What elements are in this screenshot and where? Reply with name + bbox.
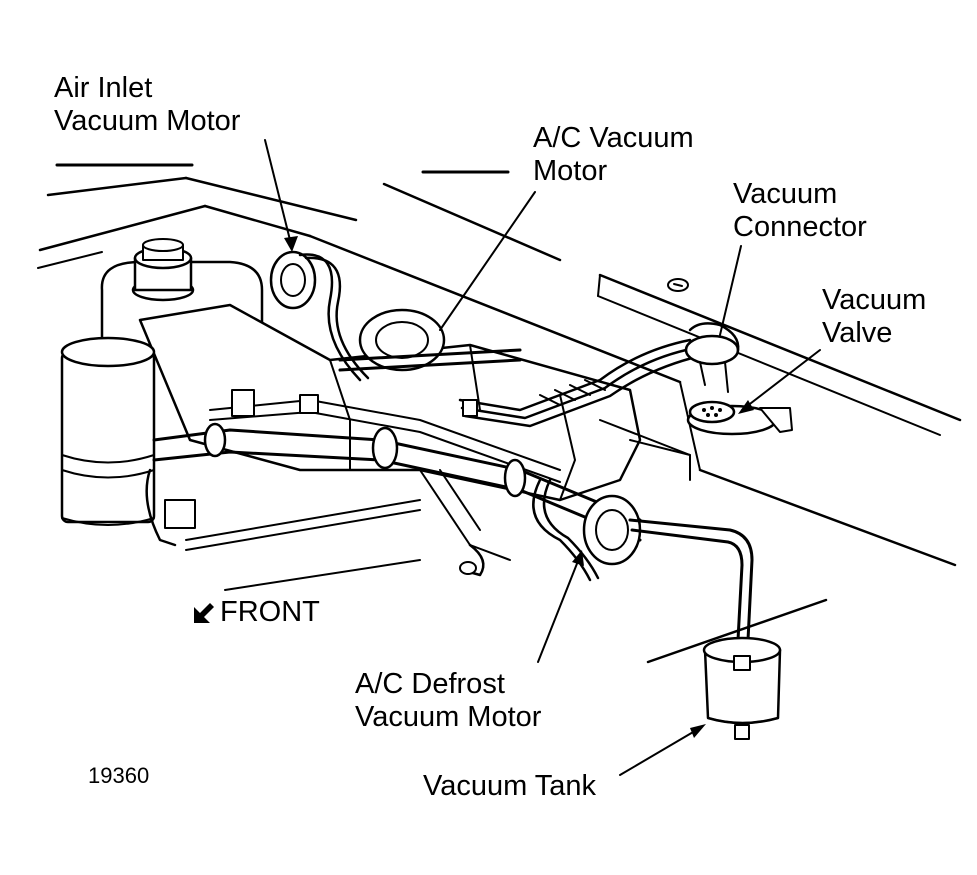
refrigerant-lines bbox=[145, 389, 642, 577]
accumulator-canister bbox=[60, 336, 156, 526]
air-inlet-vacuum-motor bbox=[269, 250, 370, 382]
arrowhead-vacuum-valve bbox=[738, 400, 754, 414]
callout-vacuum-connector: Vacuum Connector bbox=[733, 178, 867, 244]
retaining-clip bbox=[667, 278, 689, 292]
front-orientation-marker: FRONT bbox=[192, 596, 320, 629]
leader-lines bbox=[264, 139, 821, 776]
callout-ac-defrost-vacuum-motor: A/C Defrost Vacuum Motor bbox=[355, 668, 541, 734]
callout-ac-vacuum-line-2: Motor bbox=[533, 155, 608, 187]
front-label: FRONT bbox=[220, 596, 320, 628]
vacuum-connector-part bbox=[684, 322, 740, 393]
callout-vacuum-valve-line-2: Valve bbox=[822, 317, 893, 349]
callout-air-inlet-line-2: Vacuum Motor bbox=[54, 105, 241, 137]
callout-vacuum-connector-line-2: Connector bbox=[733, 211, 867, 243]
callout-ac-defrost-line-2: Vacuum Motor bbox=[355, 701, 542, 733]
callout-air-inlet-line-1: Air Inlet bbox=[54, 72, 153, 104]
vacuum-tank-part bbox=[702, 636, 782, 740]
callout-vacuum-tank-line-1: Vacuum Tank bbox=[423, 770, 597, 802]
callout-ac-defrost-line-1: A/C Defrost bbox=[355, 668, 505, 700]
vacuum-harness bbox=[458, 338, 702, 428]
callout-vacuum-connector-line-1: Vacuum bbox=[733, 178, 838, 210]
ac-defrost-vacuum-motor bbox=[532, 478, 642, 582]
ac-vacuum-motor bbox=[338, 308, 522, 372]
arrow-down-left-icon bbox=[194, 603, 214, 624]
vacuum-valve-part bbox=[686, 400, 793, 436]
callout-air-inlet-vacuum-motor: Air Inlet Vacuum Motor bbox=[54, 72, 240, 138]
arrowhead-air-inlet bbox=[284, 236, 298, 252]
arrowhead-defrost bbox=[572, 550, 584, 566]
callout-vacuum-valve-line-1: Vacuum bbox=[822, 284, 927, 316]
figure-number: 19360 bbox=[88, 763, 150, 788]
callout-vacuum-tank: Vacuum Tank bbox=[423, 770, 596, 803]
cowl-panel bbox=[37, 163, 962, 664]
callout-vacuum-valve: Vacuum Valve bbox=[822, 284, 926, 350]
arrowhead-vacuum-tank bbox=[690, 724, 706, 738]
callout-ac-vacuum-motor: A/C Vacuum Motor bbox=[533, 122, 694, 188]
vacuum-tank-lines bbox=[628, 518, 754, 642]
callout-ac-vacuum-line-1: A/C Vacuum bbox=[533, 122, 694, 154]
